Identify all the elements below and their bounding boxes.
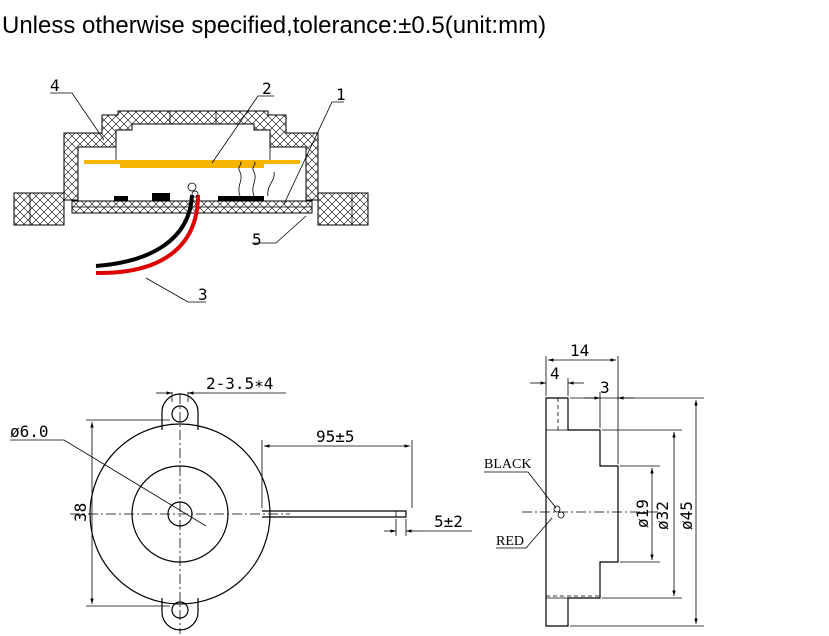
- side-view: 14 4 3 ø19 ø32 ø45 BLACK RED: [484, 341, 704, 627]
- label-red-wire: RED: [496, 534, 524, 549]
- dim-lead-length: 95±5: [316, 427, 355, 446]
- dim-total-width: 14: [570, 341, 589, 360]
- callout-3: 3: [198, 285, 208, 304]
- dim-diameter-19: ø19: [633, 499, 652, 528]
- callout-5: 5: [252, 230, 262, 249]
- dim-diameter-32: ø32: [653, 501, 672, 530]
- lead-wire: [262, 510, 407, 518]
- smd-component: [218, 196, 264, 201]
- dim-height: 38: [71, 503, 90, 522]
- section-view: 4 2 1 5 3: [13, 76, 369, 304]
- tolerance-note: Unless otherwise specified,tolerance:±0.…: [2, 12, 546, 39]
- smd-component: [152, 193, 170, 201]
- callout-1: 1: [336, 85, 346, 104]
- housing-shell: [63, 110, 319, 201]
- smd-component: [114, 196, 128, 201]
- dim-step: 3: [600, 378, 610, 397]
- dim-flange: 4: [550, 364, 560, 383]
- dim-diameter-45: ø45: [677, 501, 696, 530]
- dim-hole-dia: ø6.0: [10, 422, 49, 441]
- piezo-ceramic: [120, 164, 264, 168]
- callout-4: 4: [50, 76, 60, 95]
- dim-strip-length: 5±2: [434, 512, 463, 531]
- red-lead: [95, 194, 200, 276]
- right-flange: [317, 192, 369, 226]
- left-flange: [13, 192, 65, 226]
- front-view: 38 2-3.5∗4 ø6.0 95±5 5±2: [10, 374, 472, 634]
- label-black-wire: BLACK: [484, 457, 531, 472]
- dim-holes: 2-3.5∗4: [206, 374, 273, 393]
- callout-2: 2: [262, 79, 272, 98]
- piezo-disc: [84, 160, 300, 164]
- black-lead: [95, 194, 194, 268]
